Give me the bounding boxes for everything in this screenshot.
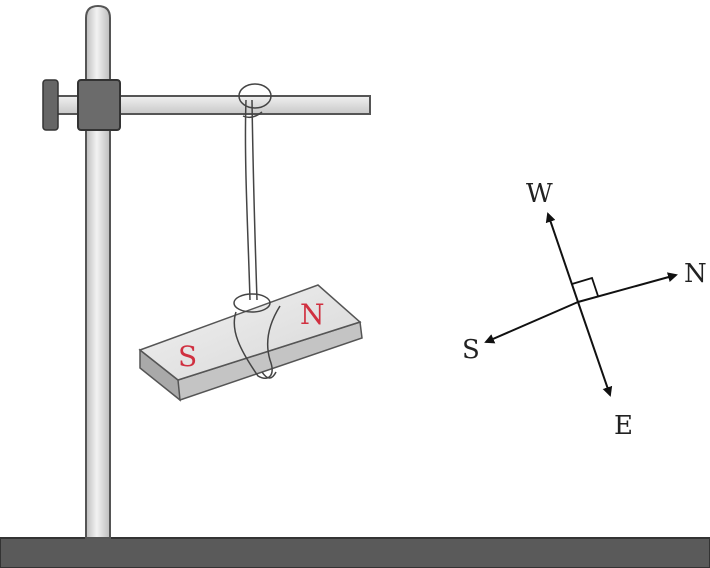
clamp-screw bbox=[42, 79, 59, 131]
magnet-top-face bbox=[138, 284, 362, 381]
north-arrow bbox=[577, 272, 678, 303]
east-arrow bbox=[577, 301, 613, 397]
string bbox=[238, 83, 272, 301]
compass-axes-icon: W N S E bbox=[462, 179, 707, 441]
south-arrow bbox=[484, 301, 579, 344]
magnet-north-label: N bbox=[300, 298, 325, 331]
compass-north-label: N bbox=[684, 259, 707, 289]
west-east-arrow bbox=[545, 212, 579, 303]
magnet-south-label: S bbox=[178, 340, 197, 373]
retort-stand-icon bbox=[42, 4, 371, 539]
bar-magnet-icon: S N bbox=[138, 284, 363, 402]
compass-west-label: W bbox=[526, 179, 553, 209]
clamp-block bbox=[77, 79, 121, 131]
compass-east-label: E bbox=[614, 411, 633, 441]
stand-pole bbox=[85, 4, 111, 539]
compass-south-label: S bbox=[462, 335, 480, 365]
right-angle-mark bbox=[571, 276, 599, 297]
stand-base bbox=[0, 537, 710, 568]
